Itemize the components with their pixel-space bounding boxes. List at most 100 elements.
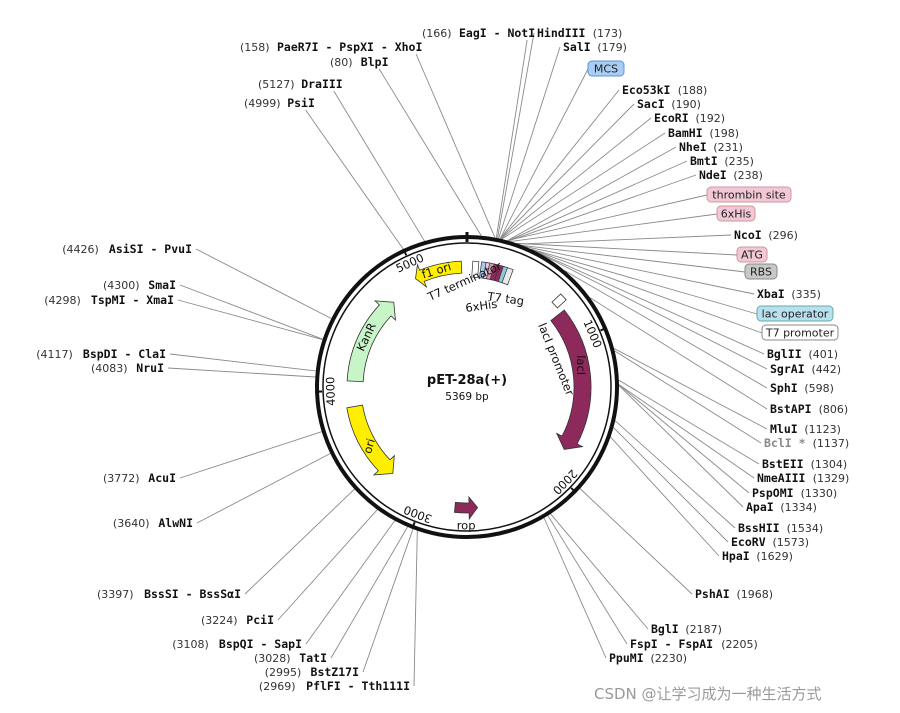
- mcs-feature-bars: [471, 260, 567, 309]
- restriction-site: BmtI(235): [690, 154, 754, 168]
- restriction-site: HindIII(173): [537, 26, 622, 40]
- restriction-site: HpaI(1629): [722, 549, 793, 563]
- site-position: (179): [597, 41, 627, 54]
- site-position: (1329): [813, 472, 850, 485]
- feature-f1-ori: [415, 260, 463, 289]
- site-name: EcoRI: [654, 111, 689, 125]
- scale-tick-label: 4000: [323, 376, 338, 406]
- feature-tag: MCS: [587, 60, 625, 77]
- restriction-site: PshAI (1968): [695, 587, 773, 601]
- site-position: (401): [809, 348, 839, 361]
- site-name: EcoRV: [731, 535, 766, 549]
- site-name: AlwNI: [158, 516, 193, 530]
- site-position: (4083): [91, 362, 128, 375]
- feature-tag-label: thrombin site: [712, 189, 786, 202]
- restriction-site: (5127)DraIII: [258, 77, 343, 91]
- backbone-inner: [322, 242, 612, 532]
- restriction-site: NruI(4083): [91, 361, 164, 375]
- site-position: (2230): [651, 652, 688, 665]
- feature-tag-label: RBS: [750, 266, 772, 279]
- site-position: (598): [804, 382, 834, 395]
- site-name: PaeR7I - PspXI - XhoI: [277, 40, 422, 54]
- site-position: (1629): [756, 550, 793, 563]
- site-name: BssSI - BssSαI: [144, 587, 241, 601]
- site-position: (173): [593, 27, 623, 40]
- restriction-site: BclI *(1137): [764, 436, 849, 450]
- restriction-site: PflFI - Tth111I (2969): [259, 679, 410, 693]
- site-position: (80): [330, 56, 353, 69]
- site-position: (296): [768, 229, 798, 242]
- restriction-site: BstAPI (806): [770, 402, 848, 416]
- site-position: (5127): [258, 78, 295, 91]
- restriction-site: EcoRV (1573): [731, 535, 809, 549]
- site-name: BstZ17I: [311, 665, 359, 679]
- site-position: (1573): [773, 536, 810, 549]
- site-name: BssHII: [738, 521, 780, 535]
- restriction-site: (80) BlpI: [330, 55, 389, 69]
- site-name: NheI: [679, 140, 707, 154]
- site-leader-lines: [167, 32, 768, 687]
- site-name: ApaI: [746, 500, 774, 514]
- site-name: MluI: [770, 422, 798, 436]
- restriction-site: NmeAIII (1329): [757, 471, 849, 485]
- site-position: (1123): [804, 423, 841, 436]
- restriction-site: SalI (179): [563, 40, 627, 54]
- feature-tag: 6xHis: [716, 205, 756, 222]
- site-position: (2969): [259, 680, 296, 693]
- site-name: TatI: [299, 651, 327, 665]
- site-name: SalI: [563, 40, 591, 54]
- site-name: BlpI: [361, 55, 389, 69]
- mcs-feature-bar: [471, 260, 480, 278]
- site-position: (4426): [62, 243, 99, 256]
- site-name: PflFI - Tth111I: [306, 679, 410, 693]
- site-position: (188): [678, 84, 708, 97]
- restriction-site: BspQI - SapI(3108): [172, 637, 302, 651]
- site-position: (3397): [97, 588, 134, 601]
- mcs-feature-bar: [501, 267, 514, 286]
- site-position: (806): [819, 403, 849, 416]
- restriction-site: EcoRI(192): [654, 111, 725, 125]
- site-position: (2995): [265, 666, 302, 679]
- site-name: BglII: [767, 347, 802, 361]
- restriction-site: AlwNI (3640): [113, 516, 193, 530]
- site-position: (1534): [787, 522, 824, 535]
- site-name: BstAPI: [770, 402, 812, 416]
- restriction-site: SacI(190): [637, 97, 701, 111]
- feature-tag: ATG: [736, 246, 768, 263]
- site-position: (1137): [813, 437, 850, 450]
- site-position: (238): [733, 169, 763, 182]
- site-position: (2187): [685, 623, 722, 636]
- site-position: (158): [240, 41, 270, 54]
- site-name: FspI - FspAI: [630, 637, 713, 651]
- site-position: (235): [724, 155, 754, 168]
- laci-label: lacI: [574, 355, 588, 375]
- site-name: PpuMI: [609, 651, 644, 665]
- site-position: (3640): [113, 517, 150, 530]
- site-name: BamHI: [668, 126, 703, 140]
- restriction-site: BspDI - ClaI(4117): [36, 347, 166, 361]
- site-position: (198): [710, 127, 740, 140]
- site-position: (231): [713, 141, 743, 154]
- restriction-site: BglII (401): [767, 347, 838, 361]
- feature-tag-label: 6xHis: [721, 208, 752, 221]
- site-position: (4300): [103, 279, 140, 292]
- site-position: (4999): [244, 97, 281, 110]
- site-position: (1968): [737, 588, 774, 601]
- site-position: (3224): [201, 614, 238, 627]
- site-position: (1304): [811, 458, 848, 471]
- site-name: NdeI: [699, 168, 727, 182]
- feature-tag: T7 promoter: [761, 324, 839, 341]
- six-his-label: 6xHis: [464, 297, 498, 315]
- restriction-site: TspMI - XmaI(4298): [44, 293, 174, 307]
- site-name: NmeAIII: [757, 471, 805, 485]
- site-name: PshAI: [695, 587, 730, 601]
- restriction-site: NheI (231): [679, 140, 743, 154]
- restriction-site: MluI (1123): [770, 422, 841, 436]
- site-name: AcuI: [148, 471, 176, 485]
- feature-laci: [550, 309, 592, 450]
- feature-tag: thrombin site: [706, 186, 792, 203]
- site-position: (3108): [172, 638, 209, 651]
- site-position: (2205): [721, 638, 758, 651]
